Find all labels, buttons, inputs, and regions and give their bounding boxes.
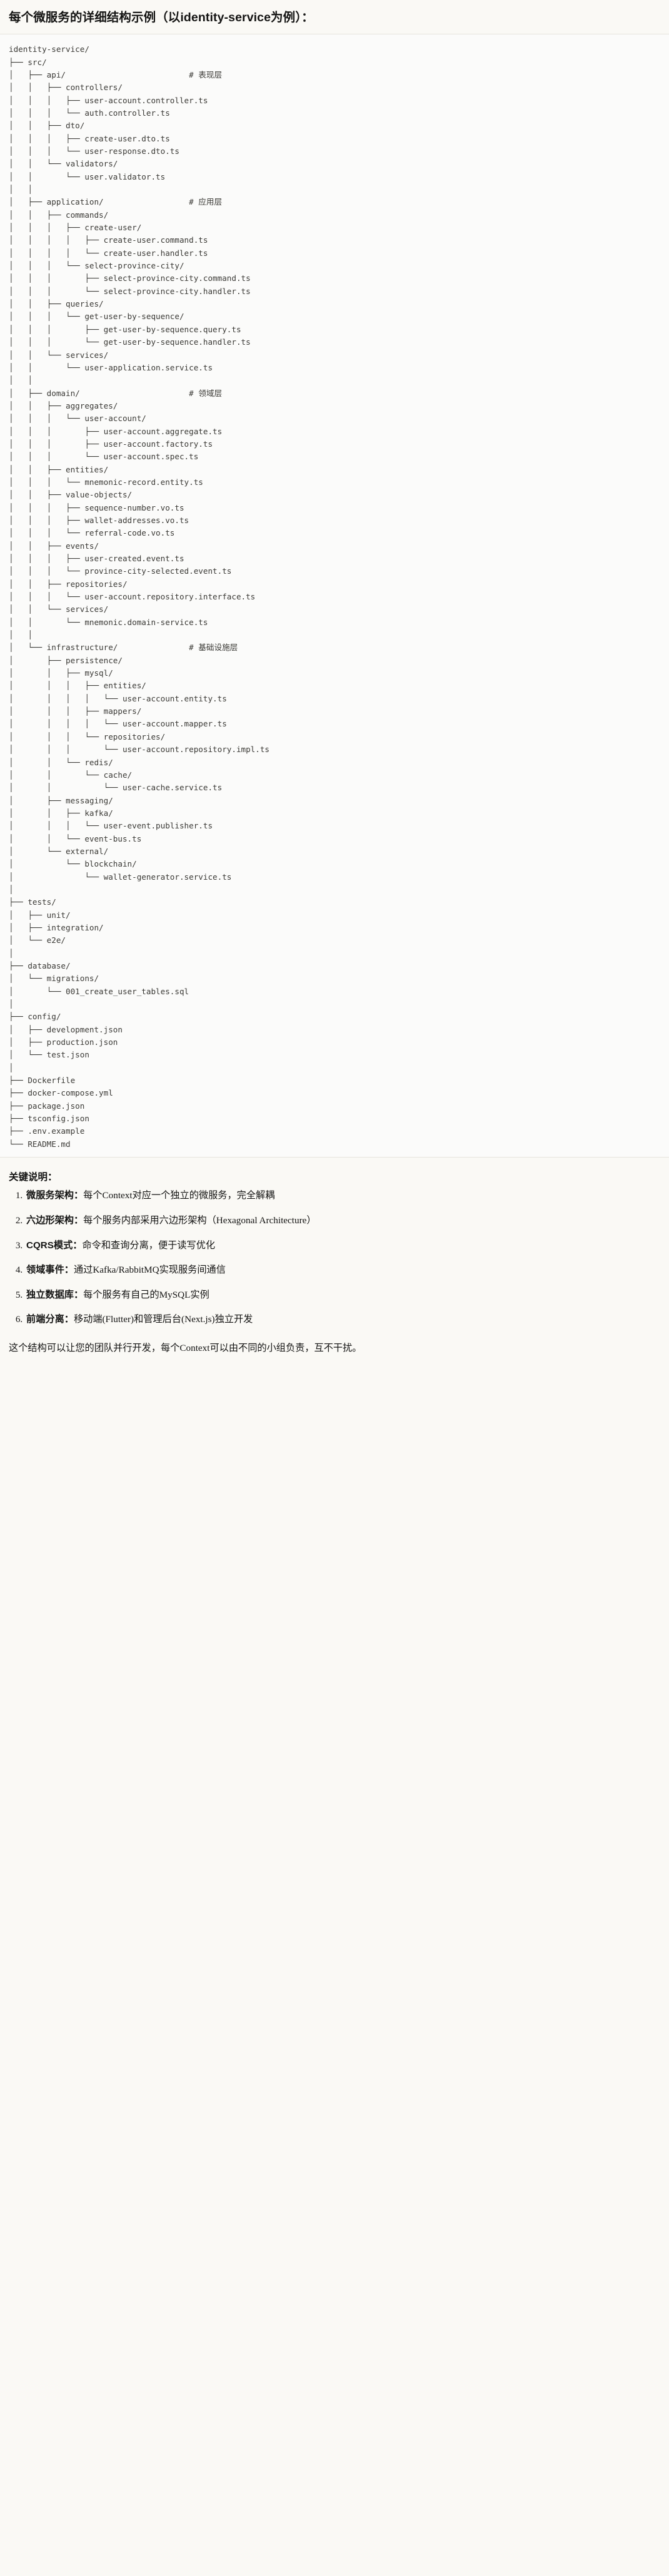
key-points-list: 微服务架构：每个Context对应一个独立的微服务，完全解耦 六边形架构：每个服… (0, 1186, 669, 1326)
key-point-term: 领域事件 (26, 1265, 64, 1276)
key-point-term: 独立数据库 (26, 1289, 74, 1300)
key-point-separator: ： (73, 1240, 83, 1251)
list-item: 六边形架构：每个服务内部采用六边形架构（Hexagonal Architectu… (25, 1213, 660, 1228)
key-point-separator: ： (73, 1214, 84, 1226)
key-point-separator: ： (73, 1190, 84, 1201)
list-item: 前端分离：移动端(Flutter)和管理后台(Next.js)独立开发 (25, 1312, 660, 1327)
key-point-desc: 移动端(Flutter)和管理后台(Next.js)独立开发 (73, 1314, 253, 1325)
key-point-desc: 每个服务内部采用六边形架构（Hexagonal Architecture） (83, 1214, 316, 1226)
key-point-separator: ： (64, 1265, 74, 1276)
directory-tree: identity-service/ ├── src/ │ ├── api/ # … (9, 44, 270, 1149)
key-point-term: 前端分离 (26, 1314, 64, 1325)
key-point-term: CQRS模式 (26, 1240, 73, 1251)
key-point-term: 六边形架构 (26, 1214, 74, 1226)
list-item: 独立数据库：每个服务有自己的MySQL实例 (25, 1288, 660, 1303)
key-point-desc: 命令和查询分离，便于读写优化 (82, 1240, 216, 1251)
key-point-desc: 每个服务有自己的MySQL实例 (83, 1289, 209, 1300)
directory-tree-codeblock: identity-service/ ├── src/ │ ├── api/ # … (0, 34, 669, 1158)
list-item: 领域事件：通过Kafka/RabbitMQ实现服务间通信 (25, 1263, 660, 1278)
page-title: 每个微服务的详细结构示例（以identity-service为例）： (9, 11, 314, 24)
key-point-separator: ： (73, 1289, 84, 1300)
list-item: 微服务架构：每个Context对应一个独立的微服务，完全解耦 (25, 1188, 660, 1203)
closing-paragraph: 这个结构可以让您的团队并行开发，每个Context可以由不同的小组负责，互不干扰… (9, 1342, 362, 1353)
key-point-separator: ： (64, 1314, 74, 1325)
key-point-desc: 每个Context对应一个独立的微服务，完全解耦 (83, 1190, 275, 1201)
key-points-heading: 关键说明： (9, 1172, 58, 1183)
document-page: 每个微服务的详细结构示例（以identity-service为例）： ident… (0, 0, 669, 1367)
key-point-term: 微服务架构 (26, 1190, 74, 1201)
section-divider (0, 1157, 669, 1158)
key-point-desc: 通过Kafka/RabbitMQ实现服务间通信 (73, 1265, 226, 1276)
list-item: CQRS模式：命令和查询分离，便于读写优化 (25, 1238, 660, 1253)
